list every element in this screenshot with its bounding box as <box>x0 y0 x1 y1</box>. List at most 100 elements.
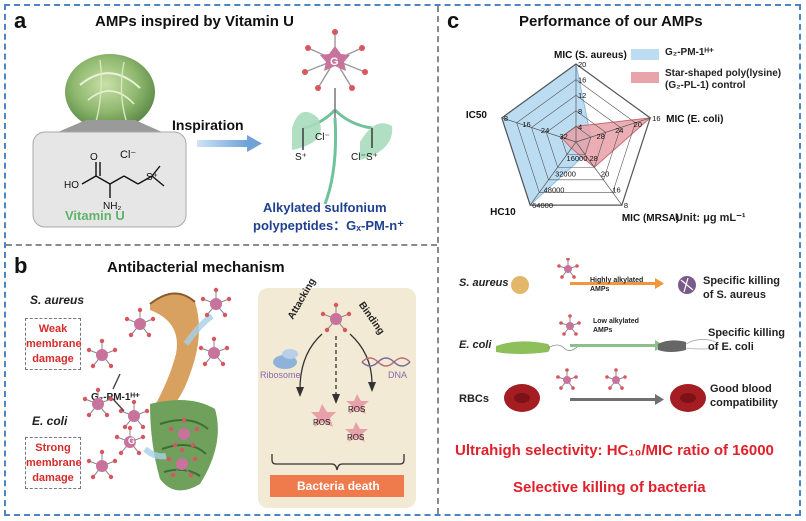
radar-tick-label: 64000 <box>532 201 553 210</box>
unit-label: Unit: μg mL⁻¹ <box>675 212 746 224</box>
legend-swatch-g2pm <box>631 49 659 60</box>
weak-damage-line1: Weak <box>38 323 68 335</box>
radar-grid-ring <box>531 94 621 181</box>
svg-text:S⁺: S⁺ <box>366 152 378 163</box>
radar-grid-ring <box>501 63 651 206</box>
radar-axis-label: HC10 <box>490 207 516 218</box>
row1-organism: S. aureus <box>459 277 509 289</box>
radar-axis-label: MIC (S. aureus) <box>554 50 627 61</box>
row2-result-2: of E. coli <box>708 341 754 353</box>
legend-label-control-2: (G₂-PL-1) control <box>665 80 746 91</box>
radar-tick-label: 8 <box>624 201 628 210</box>
svg-text:Inspiration: Inspiration <box>172 117 244 133</box>
s-aureus-label: S. aureus <box>30 293 85 307</box>
strong-damage-box: Strong membrane damage <box>25 437 82 489</box>
radar-tick-label: 24 <box>615 126 623 135</box>
row1-result-1: Specific killing <box>703 275 781 287</box>
radar-axis-label: IC50 <box>466 110 488 121</box>
radar-spoke <box>575 117 651 143</box>
radar-tick-label: 16 <box>612 185 620 194</box>
row3-organism: RBCs <box>459 393 489 405</box>
radar-tick-label: 16 <box>652 114 660 123</box>
panel-a-title: AMPs inspired by Vitamin U <box>95 13 294 30</box>
ros-label-1: ROS <box>313 418 331 427</box>
g2-core-label: G₂ <box>128 436 139 446</box>
strong-damage-line3: damage <box>32 472 74 484</box>
strong-damage-line1: Strong <box>35 442 71 454</box>
panel-divider-vertical <box>437 6 439 514</box>
radar-tick-label: 8 <box>504 114 508 123</box>
radar-axis-label: MIC (MRSA) <box>622 213 679 224</box>
radar-chart: 4812162028242016282016816000320004800064… <box>466 50 724 224</box>
ho-label: HO <box>64 180 79 191</box>
row3-result-2: compatibility <box>710 397 778 409</box>
figure-frame <box>4 4 801 516</box>
row2-organism: E. coli <box>459 339 492 351</box>
radar-tick-label: 4 <box>578 122 582 131</box>
svg-text:O: O <box>90 152 98 163</box>
svg-text:Cl⁻: Cl⁻ <box>120 149 136 161</box>
legend-swatch-control <box>631 72 659 83</box>
panel-c-title: Performance of our AMPs <box>519 13 703 30</box>
row3-result-1: Good blood <box>710 383 772 395</box>
radar-tick-label: 20 <box>578 60 586 69</box>
radar-grid-ring <box>560 126 592 155</box>
dna-label: DNA <box>388 370 408 380</box>
e-coli-label: E. coli <box>32 414 68 428</box>
ribosome-label: Ribosome <box>260 370 301 380</box>
radar-tick-label: 20 <box>634 120 642 129</box>
radar-tick-label: 28 <box>597 132 605 141</box>
svg-text:Cl⁻: Cl⁻ <box>315 132 330 143</box>
strong-damage-line2: membrane <box>26 457 82 469</box>
panel-divider-horizontal <box>6 244 437 246</box>
radar-tick-label: 48000 <box>544 185 565 194</box>
cabbage-icon <box>65 54 155 130</box>
radar-grid-ring <box>545 110 607 168</box>
panel-c-letter: c <box>447 8 460 33</box>
radar-tick-label: 32000 <box>555 170 576 179</box>
highlight-selectivity: Ultrahigh selectivity: HC₁₀/MIC ratio of… <box>455 442 774 459</box>
product-name-line1: Alkylated sulfonium <box>263 200 387 215</box>
radar-tick-label: 20 <box>601 170 609 179</box>
radar-tick-label: 16000 <box>567 154 588 163</box>
polymer-label: G₂-PM-1ᴴ⁺ <box>91 392 141 403</box>
svg-text:NH₂: NH₂ <box>103 201 121 212</box>
radar-tick-label: 24 <box>541 126 549 135</box>
radar-tick-label: 32 <box>559 132 567 141</box>
svg-text:Cl⁻: Cl⁻ <box>351 152 366 163</box>
row2-note-2: AMPs <box>593 327 613 334</box>
svg-text:S⁺: S⁺ <box>146 172 158 183</box>
panel-c-rows-illustration <box>496 258 719 412</box>
ros-label-3: ROS <box>347 433 365 442</box>
weak-damage-box: Weak membrane damage <box>25 318 82 370</box>
panel-b-letter: b <box>14 253 28 278</box>
highlight-selective-killing: Selective killing of bacteria <box>513 479 706 496</box>
panel-b-title: Antibacterial mechanism <box>107 259 285 276</box>
radar-tick-label: 28 <box>589 154 597 163</box>
row1-note-1: Highly alkylated <box>590 277 644 284</box>
radar-spoke <box>529 141 577 206</box>
row2-note-1: Low alkylated <box>593 318 639 325</box>
panel-b-illustration <box>82 287 416 508</box>
panel-a-illustration: HO O NH₂ Cl⁻ S⁺ Vitamin U Inspiration G … <box>32 29 393 228</box>
radar-tick-label: 8 <box>578 107 582 116</box>
radar-spoke <box>575 141 623 206</box>
ros-label-2: ROS <box>348 405 366 414</box>
radar-spoke <box>501 117 577 143</box>
row2-result-1: Specific killing <box>708 327 786 339</box>
vitamin-u-label: Vitamin U <box>65 208 125 223</box>
svg-text:S⁺: S⁺ <box>295 152 307 163</box>
legend-label-control-1: Star-shaped poly(lysine) <box>665 68 782 79</box>
panel-a-letter: a <box>14 8 27 33</box>
weak-damage-line3: damage <box>32 353 74 365</box>
row1-note-2: AMPs <box>590 286 610 293</box>
g-core-star-icon: G <box>302 29 368 91</box>
product-name-line2: polypeptides：Gₓ-PM-n⁺ <box>253 218 405 233</box>
svg-text:G: G <box>330 56 339 68</box>
row1-result-2: of S. aureus <box>703 289 766 301</box>
radar-grid-ring <box>516 79 636 193</box>
radar-tick-label: 16 <box>522 120 530 129</box>
radar-axis-label: MIC (E. coli) <box>666 114 723 125</box>
radar-tick-label: 16 <box>578 76 586 85</box>
weak-damage-line2: membrane <box>26 338 82 350</box>
